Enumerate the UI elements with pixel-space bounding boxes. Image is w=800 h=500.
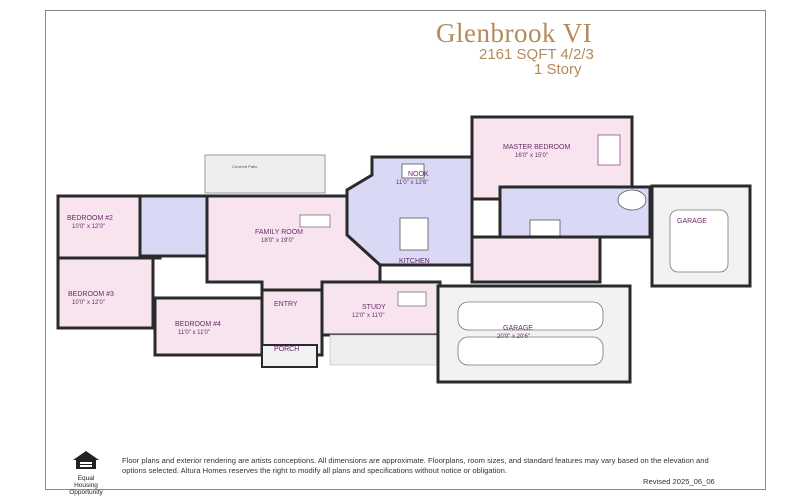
family-room-label: FAMILY ROOM — [255, 229, 303, 236]
plan-title: Glenbrook VI — [436, 18, 593, 48]
kitchen-label: KITCHEN — [399, 258, 430, 265]
bedroom-3 — [56, 256, 155, 330]
entry-label: ENTRY — [274, 301, 298, 308]
plan-frame — [45, 10, 766, 490]
master-bed-icon — [597, 134, 621, 166]
garage-main — [436, 284, 632, 384]
garage-main-label: GARAGE — [503, 325, 533, 332]
bedroom-4-label: BEDROOM #4 — [175, 321, 221, 328]
study-dim: 12'0" x 11'0" — [352, 313, 384, 319]
bedroom-4 — [153, 296, 264, 357]
eho-line-2: Housing — [74, 482, 98, 489]
garage-main-dim: 20'0" x 20'6" — [497, 334, 530, 340]
car-icon-2 — [457, 336, 604, 366]
study-label: STUDY — [362, 304, 386, 311]
eho-line-3: Opportunity — [69, 489, 103, 496]
front-walk — [329, 334, 439, 366]
utility-area — [470, 235, 602, 284]
disclaimer: Floor plans and exterior rendering are a… — [122, 456, 709, 475]
porch — [261, 344, 318, 368]
eho-line-1: Equal — [77, 475, 95, 482]
equal-housing-logo: Equal Housing Opportunity — [54, 450, 118, 496]
sofa-icon — [299, 214, 331, 228]
bedroom-3-label: BEDROOM #3 — [68, 291, 114, 298]
nook-dim: 11'0" x 12'6" — [396, 180, 428, 186]
bedroom-4-dim: 11'0" x 11'0" — [178, 330, 210, 336]
desk-icon — [397, 291, 427, 307]
master-bedroom-label: MASTER BEDROOM — [503, 144, 570, 151]
bedroom-2-dim: 10'0" x 12'0" — [72, 224, 105, 230]
nook-label: NOOK — [408, 171, 429, 178]
patio-label: Covered Patio — [232, 164, 258, 169]
bedroom-2-label: BEDROOM #2 — [67, 215, 113, 222]
master-bedroom-dim: 16'0" x 15'0" — [515, 153, 548, 159]
bedroom-3-dim: 10'0" x 12'0" — [72, 300, 105, 306]
shower-icon — [529, 219, 561, 237]
kitchen-island — [399, 217, 429, 251]
car-icon-1 — [457, 301, 604, 331]
revised-date: Revised 2025_06_06 — [643, 477, 715, 486]
nook-table-icon — [401, 163, 425, 179]
house-icon — [73, 451, 99, 469]
porch-label: PORCH — [274, 346, 299, 353]
hall-bath — [138, 194, 209, 258]
covered-patio — [204, 154, 326, 194]
plan-stories: 1 Story — [534, 61, 582, 78]
plan-subtitle: 2161 SQFT 4/2/3 — [479, 46, 594, 63]
tub-icon — [617, 189, 647, 211]
garage-small-label: GARAGE — [677, 218, 707, 225]
family-room-dim: 18'0" x 19'0" — [261, 238, 294, 244]
car-icon-small — [669, 209, 729, 273]
